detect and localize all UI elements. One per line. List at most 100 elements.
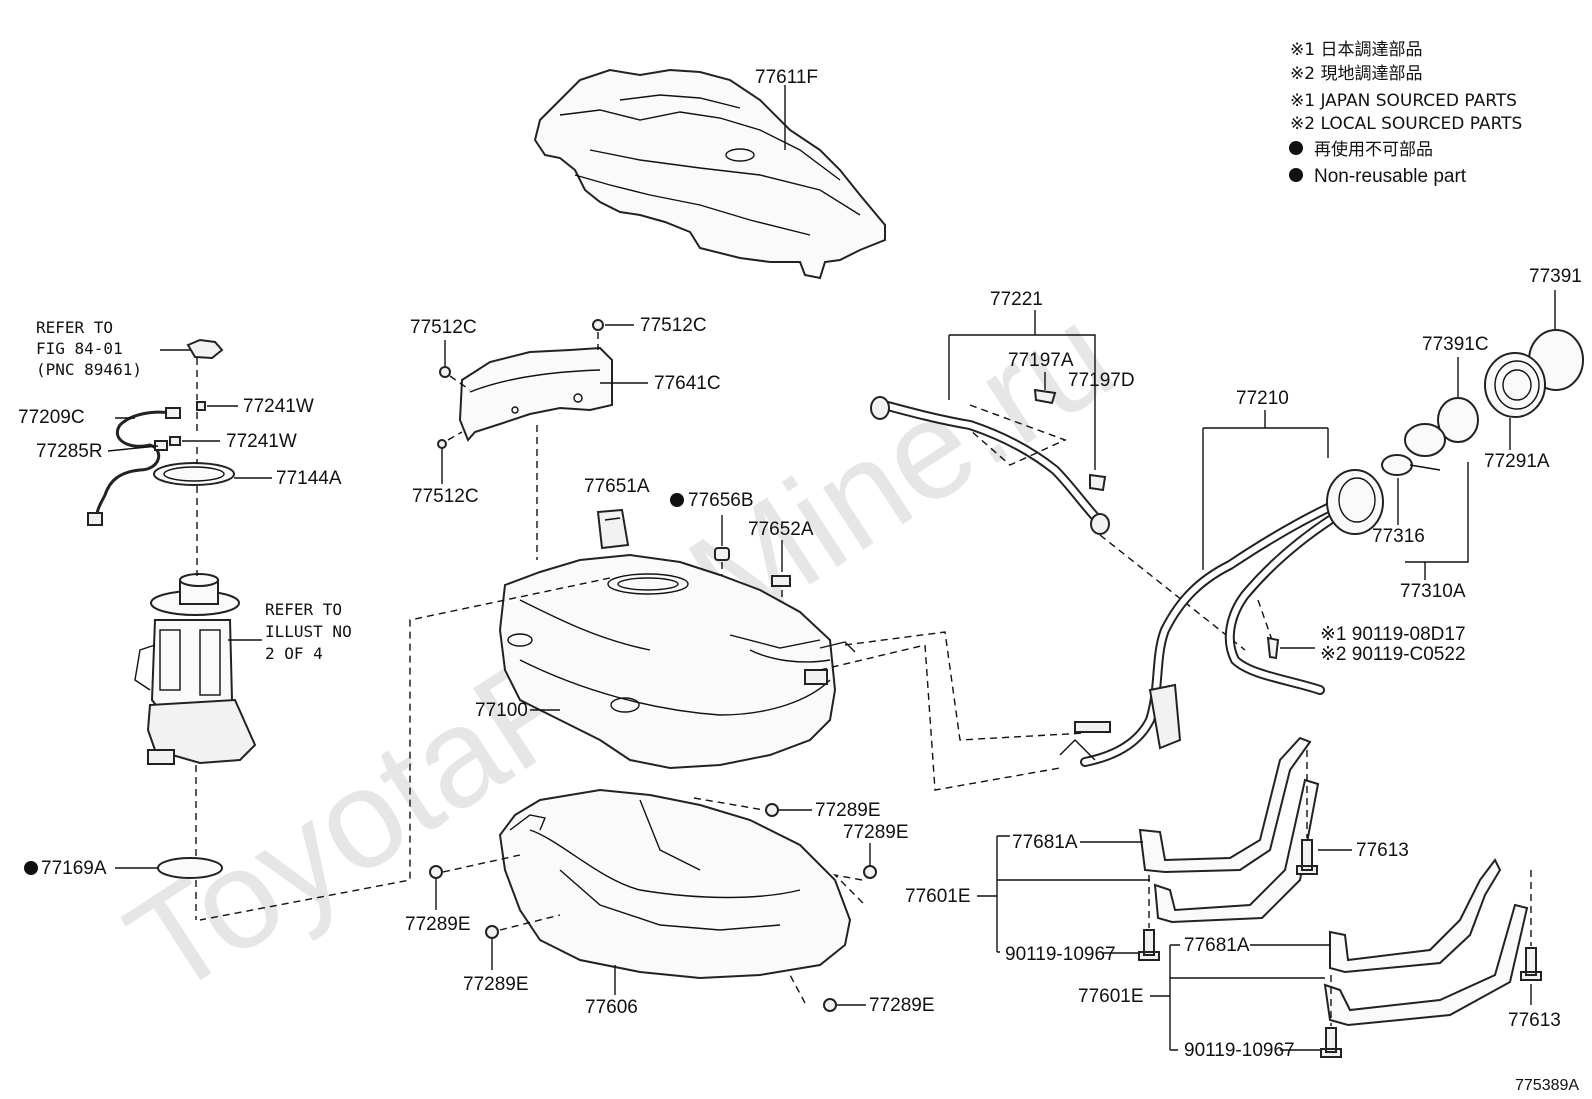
harness-connector-c xyxy=(87,512,103,526)
screw-90119-08D17 xyxy=(1266,636,1280,660)
tank-lower-protector-part xyxy=(498,788,852,980)
bracket-77210 xyxy=(1202,410,1329,570)
label-77289E-2: 77289E xyxy=(843,822,909,843)
cushion-77652A xyxy=(771,575,791,587)
bolt-90119-10967-upper xyxy=(1138,929,1160,961)
label-90119-10967-upper: 90119-10967 xyxy=(1005,944,1116,965)
label-77391: 77391 xyxy=(1529,266,1582,287)
refer-fig-line-3: (PNC 89461) xyxy=(36,360,142,379)
label-77144A: 77144A xyxy=(276,468,342,489)
label-77241W-a: 77241W xyxy=(243,396,314,417)
clip-77289E-2 xyxy=(863,865,877,879)
leader-77285R xyxy=(107,445,159,452)
gasket-77391C xyxy=(1437,397,1479,443)
vent-tube-part xyxy=(870,396,1110,535)
label-77241W-b: 77241W xyxy=(226,431,297,452)
label-90119-C0522: ※2 90119-C0522 xyxy=(1320,644,1466,665)
bracket-77601E-upper xyxy=(977,835,1150,953)
bracket-77651A-part xyxy=(596,508,630,550)
non-reusable-77656B-icon xyxy=(670,493,684,507)
figure-id: 775389A xyxy=(1515,1077,1579,1094)
strap-lower-part xyxy=(1323,858,1529,1027)
filler-pipe-part xyxy=(1059,469,1384,767)
protector-dash-lines xyxy=(442,797,866,1004)
non-reusable-bullet-icon xyxy=(1289,168,1303,182)
label-77601E-lower: 77601E xyxy=(1078,986,1144,1007)
fuel-pump-assembly-part xyxy=(134,573,257,765)
label-77289E-4: 77289E xyxy=(463,974,529,995)
gasket-77169A xyxy=(157,857,223,879)
non-reusable-bullet-icon xyxy=(1289,141,1303,155)
bolt-90119-10967-lower xyxy=(1320,1027,1342,1058)
bolt-77613-lower xyxy=(1520,947,1542,981)
clip-77289E-4 xyxy=(485,925,499,939)
label-90119-10967-lower: 90119-10967 xyxy=(1184,1040,1295,1061)
retainer-ring-77144A xyxy=(153,462,235,486)
label-77391C: 77391C xyxy=(1422,334,1489,355)
label-77681A-lower: 77681A xyxy=(1184,935,1250,956)
fuel-tank-part xyxy=(498,553,856,770)
fuel-sender-gauge-part xyxy=(186,338,224,360)
label-77613-upper: 77613 xyxy=(1356,840,1409,861)
bracket-77310A xyxy=(1405,462,1469,580)
clip-77512C-bottom xyxy=(437,439,447,449)
label-77169A: 77169A xyxy=(41,858,107,879)
strap-upper-part xyxy=(1138,736,1320,924)
label-77611F: 77611F xyxy=(755,67,818,88)
harness-connector-a xyxy=(165,407,181,419)
label-77100: 77100 xyxy=(475,700,528,721)
clip-77289E-3 xyxy=(429,865,443,879)
label-77197D: 77197D xyxy=(1068,370,1135,391)
clip-77241W-bottom xyxy=(169,436,181,446)
heat-insulator-part xyxy=(458,346,613,442)
insulator-dash-lines xyxy=(447,332,599,560)
bracket-77221 xyxy=(948,310,1096,470)
legend-line-4: ※2 LOCAL SOURCED PARTS xyxy=(1290,114,1522,134)
label-77512C-top: 77512C xyxy=(640,315,707,336)
clip-77289E-5 xyxy=(823,998,837,1012)
label-77197A: 77197A xyxy=(1008,350,1074,371)
label-77512C-bottom: 77512C xyxy=(412,486,479,507)
filler-cap-77291A xyxy=(1484,352,1546,418)
tank-pump-dash xyxy=(199,577,1086,921)
label-77209C: 77209C xyxy=(18,407,85,428)
label-77291A: 77291A xyxy=(1484,451,1550,472)
label-77289E-1: 77289E xyxy=(815,800,881,821)
non-reusable-77169A-icon xyxy=(24,861,38,875)
legend: ※1 日本調達部品 ※2 現地調達部品 ※1 JAPAN SOURCED PAR… xyxy=(1289,40,1522,187)
refer-fig-line-1: REFER TO xyxy=(36,318,113,337)
refer-illust-line-2: ILLUST NO xyxy=(265,622,352,641)
label-77681A-upper: 77681A xyxy=(1012,832,1078,853)
bracket-77601E-lower xyxy=(1150,944,1325,1051)
label-77210: 77210 xyxy=(1236,388,1289,409)
refer-fig-line-2: FIG 84-01 xyxy=(36,339,123,358)
clamp-77197D xyxy=(1089,473,1107,492)
filler-screw-dash xyxy=(1257,599,1273,641)
label-77613-lower: 77613 xyxy=(1508,1010,1561,1031)
harness-connector-b xyxy=(154,440,168,451)
clip-77512C-top xyxy=(592,319,604,331)
legend-line-1: ※1 日本調達部品 xyxy=(1290,40,1422,60)
label-90119-08D17: ※1 90119-08D17 xyxy=(1320,624,1466,645)
label-77310A: 77310A xyxy=(1400,581,1466,602)
legend-line-6: Non-reusable part xyxy=(1314,166,1467,187)
vent-dash-lines xyxy=(969,404,1246,651)
label-77285R: 77285R xyxy=(36,441,103,462)
clip-77512C-left xyxy=(439,366,451,378)
label-77651A: 77651A xyxy=(584,476,650,497)
cushion-77656B xyxy=(714,547,730,561)
legend-line-5: 再使用不可部品 xyxy=(1314,139,1433,160)
refer-illust-line-1: REFER TO xyxy=(265,600,342,619)
clip-77241W-top xyxy=(196,401,206,411)
label-77289E-5: 77289E xyxy=(869,995,935,1016)
legend-line-2: ※2 現地調達部品 xyxy=(1290,64,1422,84)
fuel-cap-77310A xyxy=(1381,423,1446,476)
label-77316: 77316 xyxy=(1372,526,1425,547)
refer-illust-line-3: 2 OF 4 xyxy=(265,644,323,663)
clamp-77197A xyxy=(1033,388,1057,405)
legend-line-3: ※1 JAPAN SOURCED PARTS xyxy=(1290,91,1517,111)
label-77606: 77606 xyxy=(585,997,638,1018)
refer-illust-note: REFER TO ILLUST NO 2 OF 4 xyxy=(265,600,352,663)
label-77652A: 77652A xyxy=(748,519,814,540)
